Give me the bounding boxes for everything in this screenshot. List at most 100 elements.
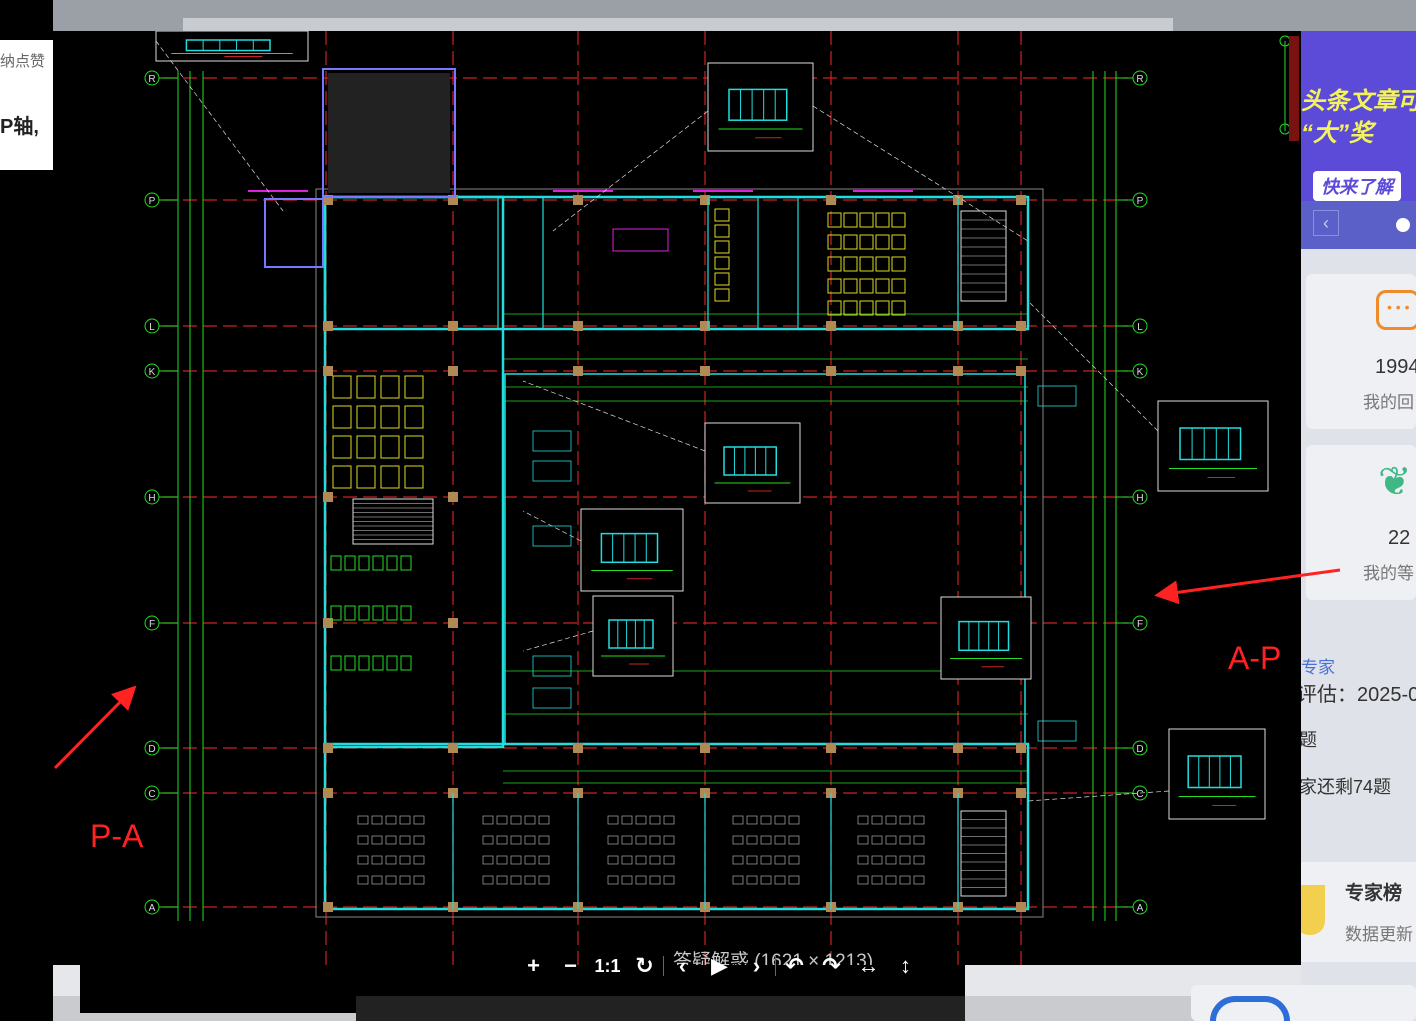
axis-label: A bbox=[149, 903, 156, 914]
office-desk bbox=[332, 375, 352, 399]
annotation-box bbox=[612, 228, 669, 252]
axis-label: H bbox=[148, 493, 155, 504]
classroom-seat bbox=[885, 855, 897, 865]
stat-label-level: 我的等 bbox=[1363, 564, 1414, 583]
lab-table bbox=[827, 300, 842, 316]
lab-table bbox=[843, 234, 858, 250]
lab-table bbox=[859, 212, 874, 228]
axis-label: K bbox=[1137, 367, 1144, 378]
office-desk bbox=[404, 465, 424, 489]
zoom-out-icon[interactable]: − bbox=[564, 953, 577, 978]
rotate-right-icon[interactable]: ↷ bbox=[822, 953, 841, 978]
classroom-seat bbox=[482, 815, 494, 825]
classroom-seat bbox=[357, 855, 369, 865]
classroom-seat bbox=[760, 855, 772, 865]
axis-label: R bbox=[1136, 74, 1143, 85]
axis-label: L bbox=[149, 322, 155, 333]
banner-button[interactable]: 快来了解 bbox=[1313, 171, 1401, 201]
office-desk bbox=[404, 405, 424, 429]
toolbar-divider bbox=[663, 956, 664, 976]
stat-card-level[interactable] bbox=[1306, 445, 1416, 600]
classroom-seat bbox=[413, 835, 425, 845]
classroom-seat bbox=[621, 815, 633, 825]
actual-size-icon[interactable]: 1:1 bbox=[594, 955, 621, 976]
classroom-seat bbox=[621, 835, 633, 845]
classroom-seat bbox=[746, 875, 758, 885]
structural-column bbox=[448, 743, 458, 753]
lab-table bbox=[891, 234, 906, 250]
classroom-seat bbox=[538, 875, 550, 885]
structural-column bbox=[323, 366, 333, 376]
lab-table bbox=[891, 300, 906, 316]
detail-callout bbox=[940, 596, 1032, 680]
lab-table bbox=[859, 300, 874, 316]
classroom-seat bbox=[413, 815, 425, 825]
classroom-seat bbox=[607, 815, 619, 825]
detail-callout bbox=[1168, 728, 1266, 820]
axis-label: H bbox=[1136, 493, 1143, 504]
classroom-seat bbox=[635, 855, 647, 865]
assess-date: 评估：2025-0 bbox=[1297, 684, 1416, 706]
expert-link[interactable]: 专家 bbox=[1301, 658, 1335, 677]
classroom-seat bbox=[482, 875, 494, 885]
toilet-fixture bbox=[386, 605, 398, 621]
office-desk bbox=[356, 465, 376, 489]
classroom-seat bbox=[899, 875, 911, 885]
flip-vertical-icon[interactable]: ↕ bbox=[900, 953, 911, 978]
axis-label: L bbox=[1137, 322, 1143, 333]
classroom-seat bbox=[857, 855, 869, 865]
lab-table bbox=[875, 212, 890, 228]
classroom-seat bbox=[913, 815, 925, 825]
office-desk bbox=[380, 405, 400, 429]
note-box bbox=[532, 687, 572, 709]
structural-column bbox=[323, 492, 333, 502]
toilet-fixture bbox=[400, 655, 412, 671]
carousel-prev-button[interactable]: ‹ bbox=[1313, 210, 1339, 236]
canopy-element bbox=[322, 68, 456, 198]
classroom-seat bbox=[510, 875, 522, 885]
next-icon[interactable]: › bbox=[752, 953, 761, 978]
carousel-dot[interactable] bbox=[1396, 218, 1410, 232]
classroom-seat bbox=[357, 875, 369, 885]
classroom-seat bbox=[746, 835, 758, 845]
rotate-left-icon[interactable]: ↶ bbox=[785, 953, 804, 978]
reset-icon[interactable]: ↻ bbox=[635, 953, 654, 978]
zoom-in-icon[interactable]: + bbox=[527, 953, 540, 978]
classroom-seat bbox=[899, 835, 911, 845]
classroom-seat bbox=[774, 875, 786, 885]
classroom-seat bbox=[871, 815, 883, 825]
classroom-seat bbox=[871, 875, 883, 885]
prev-icon[interactable]: ‹ bbox=[678, 953, 687, 978]
page-header-panel bbox=[183, 18, 1173, 31]
classroom-seat bbox=[899, 815, 911, 825]
classroom-seat bbox=[496, 875, 508, 885]
classroom-seat bbox=[732, 855, 744, 865]
classroom-seat bbox=[760, 835, 772, 845]
toolbar-divider bbox=[775, 956, 776, 976]
classroom-seat bbox=[635, 815, 647, 825]
lab-table bbox=[891, 256, 906, 272]
play-icon[interactable]: ▶ bbox=[711, 953, 728, 978]
classroom-seat bbox=[538, 835, 550, 845]
note-box bbox=[532, 655, 572, 677]
office-desk bbox=[380, 375, 400, 399]
flip-horizontal-icon[interactable]: ↔ bbox=[857, 953, 880, 978]
detail-window bbox=[600, 532, 659, 564]
classroom-seat bbox=[371, 835, 383, 845]
office-desk bbox=[356, 375, 376, 399]
remaining-text: 家还剩74题 bbox=[1299, 777, 1392, 797]
building-outline bbox=[315, 188, 1044, 918]
banner-line-1: 头条文章可 bbox=[1301, 88, 1416, 115]
office-desk bbox=[404, 375, 424, 399]
lab-table bbox=[843, 256, 858, 272]
classroom-seat bbox=[524, 815, 536, 825]
toilet-fixture bbox=[358, 555, 370, 571]
classroom-seat bbox=[496, 835, 508, 845]
leaf-icon: ❦ bbox=[1378, 460, 1412, 504]
promo-banner[interactable]: 头条文章可 “大”奖 快来了解 bbox=[1287, 31, 1416, 201]
classroom-seat bbox=[913, 835, 925, 845]
classroom-seat bbox=[857, 835, 869, 845]
structural-column bbox=[323, 788, 333, 798]
